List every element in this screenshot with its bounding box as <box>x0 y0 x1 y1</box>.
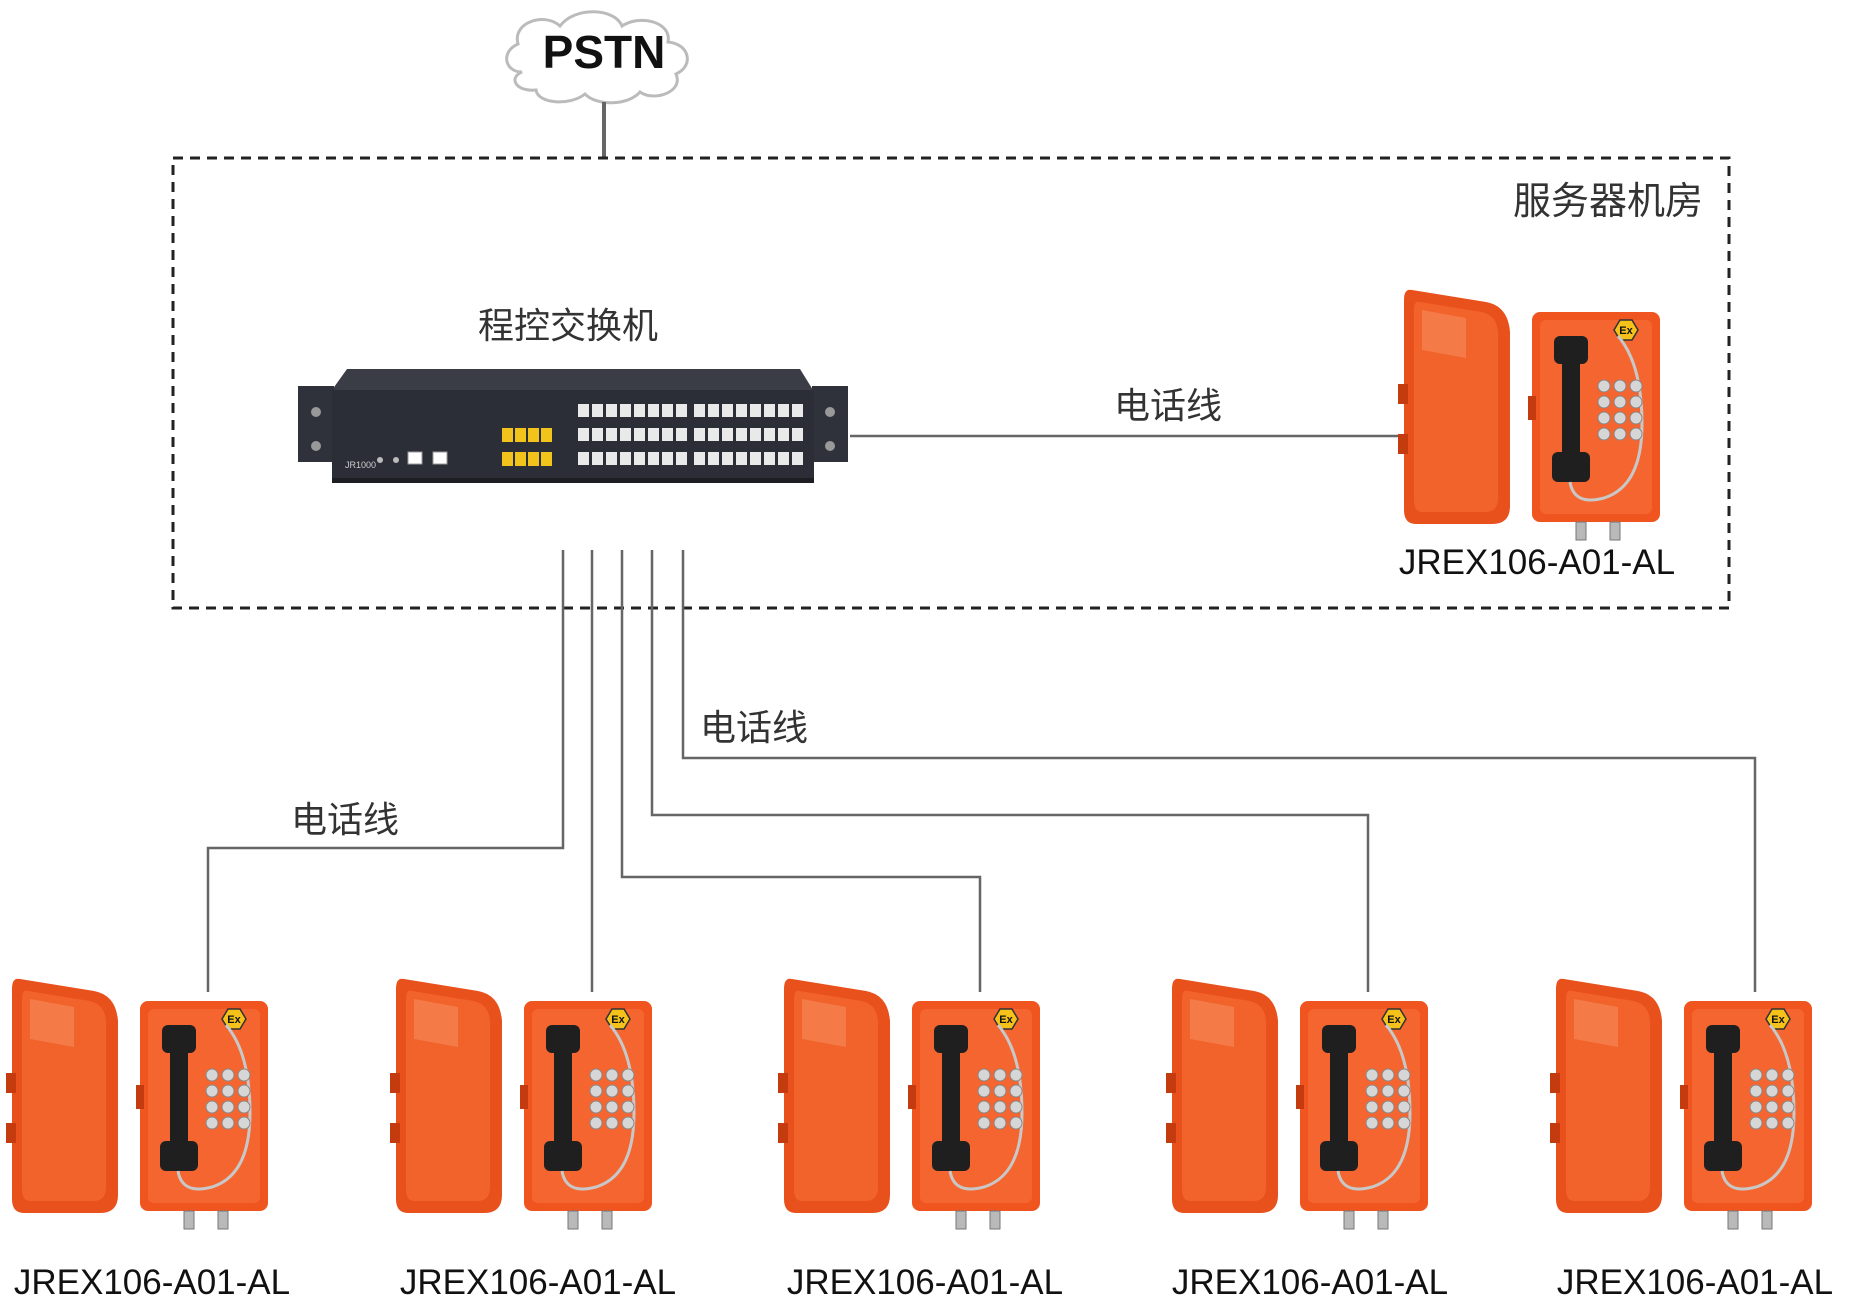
trunk-port <box>528 452 539 466</box>
extension-port <box>648 452 659 465</box>
extension-port <box>736 452 747 465</box>
extension-port <box>764 428 775 441</box>
trunk-port <box>515 428 526 442</box>
wire-label-inside: 电话线 <box>1114 386 1222 427</box>
extension-port <box>620 404 631 417</box>
phone-in-room: JREX106-A01-AL <box>1396 288 1675 582</box>
wire-label-upper: 电话线 <box>700 708 808 749</box>
phone-field-5: JREX106-A01-AL <box>1548 977 1833 1302</box>
trunk-ports <box>502 428 552 466</box>
extension-port <box>606 404 617 417</box>
phone-field-1: JREX106-A01-AL <box>4 977 290 1302</box>
extension-port <box>694 428 705 441</box>
extension-port <box>578 452 589 465</box>
switch-led <box>393 457 399 463</box>
phone-model-label: JREX106-A01-AL <box>1557 1263 1833 1302</box>
phone-field-4: JREX106-A01-AL <box>1164 977 1448 1302</box>
extension-port <box>722 428 733 441</box>
switch-front-panel <box>332 390 814 482</box>
trunk-port <box>541 452 552 466</box>
extension-port <box>648 428 659 441</box>
extension-port <box>736 404 747 417</box>
extension-port <box>778 404 789 417</box>
extension-port <box>662 452 673 465</box>
extension-port <box>606 452 617 465</box>
emergency-phone-icon <box>4 977 270 1231</box>
extension-port <box>592 452 603 465</box>
extension-port <box>694 404 705 417</box>
extension-port <box>634 404 645 417</box>
extension-port <box>620 428 631 441</box>
extension-ports <box>578 404 803 465</box>
switch-label: 程控交换机 <box>478 306 658 347</box>
switch-top <box>332 369 813 390</box>
switch-device: JR1000 <box>298 369 848 483</box>
extension-port <box>750 404 761 417</box>
trunk-port <box>515 452 526 466</box>
extension-port <box>736 428 747 441</box>
extension-port <box>662 428 673 441</box>
extension-port <box>708 404 719 417</box>
extension-port <box>708 452 719 465</box>
emergency-phone-icon <box>1396 288 1662 542</box>
trunk-port <box>528 428 539 442</box>
phone-model-label: JREX106-A01-AL <box>14 1263 290 1302</box>
extension-port <box>764 452 775 465</box>
emergency-phone-icon <box>776 977 1042 1231</box>
emergency-phone-icon <box>1164 977 1430 1231</box>
extension-port <box>578 428 589 441</box>
phone-field-3: JREX106-A01-AL <box>776 977 1063 1302</box>
wire-phone-3 <box>620 550 982 992</box>
extension-port <box>764 404 775 417</box>
wire-phone-5 <box>681 550 1757 992</box>
phone-model-label: JREX106-A01-AL <box>1172 1263 1448 1302</box>
extension-port <box>592 404 603 417</box>
field-wires <box>206 550 1757 992</box>
lan-port <box>432 451 448 465</box>
pstn-cloud: PSTN <box>505 10 689 105</box>
extension-port <box>634 452 645 465</box>
wire-label-lower: 电话线 <box>291 800 399 841</box>
extension-port <box>676 452 687 465</box>
extension-port <box>792 404 803 417</box>
extension-port <box>578 404 589 417</box>
extension-port <box>676 428 687 441</box>
trunk-port <box>541 428 552 442</box>
extension-port <box>676 404 687 417</box>
extension-port <box>694 452 705 465</box>
extension-port <box>750 452 761 465</box>
extension-port <box>722 404 733 417</box>
phone-model-label: JREX106-A01-AL <box>787 1263 1063 1302</box>
extension-port <box>778 452 789 465</box>
wire-phone-4 <box>650 550 1370 992</box>
extension-port <box>662 404 673 417</box>
extension-port <box>750 428 761 441</box>
extension-port <box>592 428 603 441</box>
trunk-port <box>502 428 513 442</box>
phone-model-label: JREX106-A01-AL <box>1399 543 1675 582</box>
extension-port <box>708 428 719 441</box>
cloud-shape <box>505 10 689 105</box>
phone-model-label: JREX106-A01-AL <box>400 1263 676 1302</box>
emergency-phone-icon <box>1548 977 1814 1231</box>
extension-port <box>620 452 631 465</box>
modem-port <box>407 451 423 465</box>
extension-port <box>792 428 803 441</box>
extension-port <box>648 404 659 417</box>
pstn-label: PSTN <box>543 26 666 78</box>
extension-port <box>634 428 645 441</box>
emergency-phone-icon <box>388 977 654 1231</box>
extension-port <box>722 452 733 465</box>
extension-port <box>606 428 617 441</box>
extension-port <box>778 428 789 441</box>
trunk-port <box>502 452 513 466</box>
switch-led <box>377 457 383 463</box>
phone-field-2: JREX106-A01-AL <box>388 977 676 1302</box>
switch-model-text: JR1000 <box>345 460 376 470</box>
extension-port <box>792 452 803 465</box>
wire-phone-1 <box>206 550 565 992</box>
server-room-label: 服务器机房 <box>1513 179 1703 223</box>
